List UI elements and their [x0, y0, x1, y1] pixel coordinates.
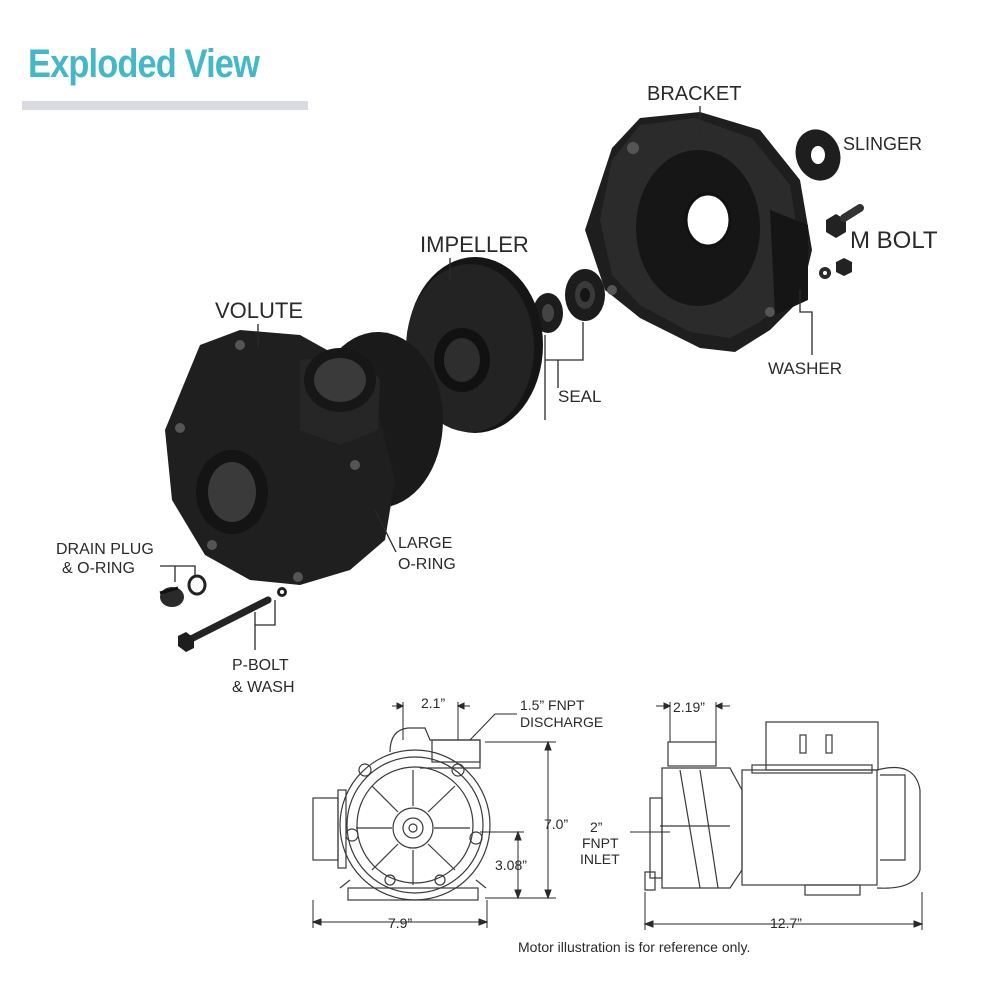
footnote: Motor illustration is for reference only… — [518, 939, 750, 955]
label-drain-plug-1: DRAIN PLUG — [56, 541, 154, 558]
volute-part — [165, 330, 395, 585]
dim-discharge-1: 1.5” FNPT — [520, 697, 585, 713]
dim-side-top-width: 2.19” — [673, 699, 705, 715]
label-washer: WASHER — [768, 359, 842, 378]
label-m-bolt: M BOLT — [850, 227, 938, 254]
seal-part — [533, 269, 605, 333]
label-drain-plug-2: & O-RING — [62, 560, 135, 577]
label-impeller: IMPELLER — [420, 232, 529, 257]
label-large-oring-2: O-RING — [398, 556, 456, 573]
dim-inlet-3: INLET — [580, 851, 620, 867]
dim-discharge-2: DISCHARGE — [520, 714, 603, 730]
label-volute: VOLUTE — [215, 298, 303, 323]
slinger-part — [795, 129, 841, 181]
bracket-part — [585, 112, 812, 352]
side-view-drawing — [644, 721, 921, 896]
label-p-bolt-1: P-BOLT — [232, 657, 289, 674]
m-bolt-part — [819, 204, 864, 279]
dim-front-top-width: 2.1” — [421, 695, 445, 711]
dim-inlet-1: 2” — [590, 819, 603, 835]
label-slinger: SLINGER — [843, 134, 922, 154]
label-bracket: BRACKET — [647, 83, 741, 105]
drain-plug-part — [159, 574, 207, 607]
dim-side-length: 12.7” — [770, 915, 802, 931]
label-p-bolt-2: & WASH — [232, 679, 295, 696]
dim-inlet-height: 3.08” — [495, 857, 527, 873]
dim-front-width: 7.9” — [388, 915, 412, 931]
dim-inlet-2: FNPT — [582, 835, 619, 851]
label-large-oring-1: LARGE — [398, 535, 452, 552]
dimension-lines — [311, 702, 924, 930]
page-title: Exploded View — [28, 42, 260, 86]
p-bolt-part — [178, 587, 287, 652]
title-underline — [22, 101, 308, 110]
front-view-drawing — [312, 727, 491, 901]
dim-height: 7.0” — [544, 816, 568, 832]
label-seal: SEAL — [558, 387, 601, 406]
